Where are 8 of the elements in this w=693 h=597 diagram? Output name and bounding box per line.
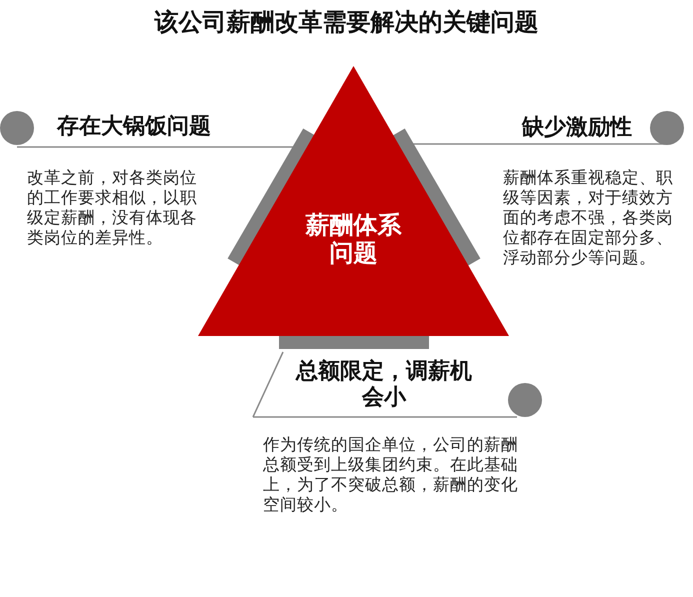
section-heading: 缺少激励性: [522, 115, 633, 141]
center-title: 薪酬体系问题: [304, 211, 402, 267]
diagram-title: 该公司薪酬改革需要解决的关键问题: [153, 7, 540, 37]
section-body: 改革之前，对各类岗位的工作要求相似，以职级定薪酬，没有体现各类岗位的差异性。: [27, 168, 198, 248]
section-body: 作为传统的国企单位，公司的薪酬总额受到上级集团约束。在此基础上，为了不突破总额，薪酬的变化空间较小。: [263, 435, 518, 515]
section-heading: 存在大锅饭问题: [57, 114, 212, 140]
section-body: 薪酬体系重视稳定、职级等因素，对于绩效方面的考虑不强，各类岗位都存在固定部分多、浮动部分少等问题。: [503, 168, 674, 268]
section-heading: 总额限定，调薪机会小: [294, 359, 473, 411]
